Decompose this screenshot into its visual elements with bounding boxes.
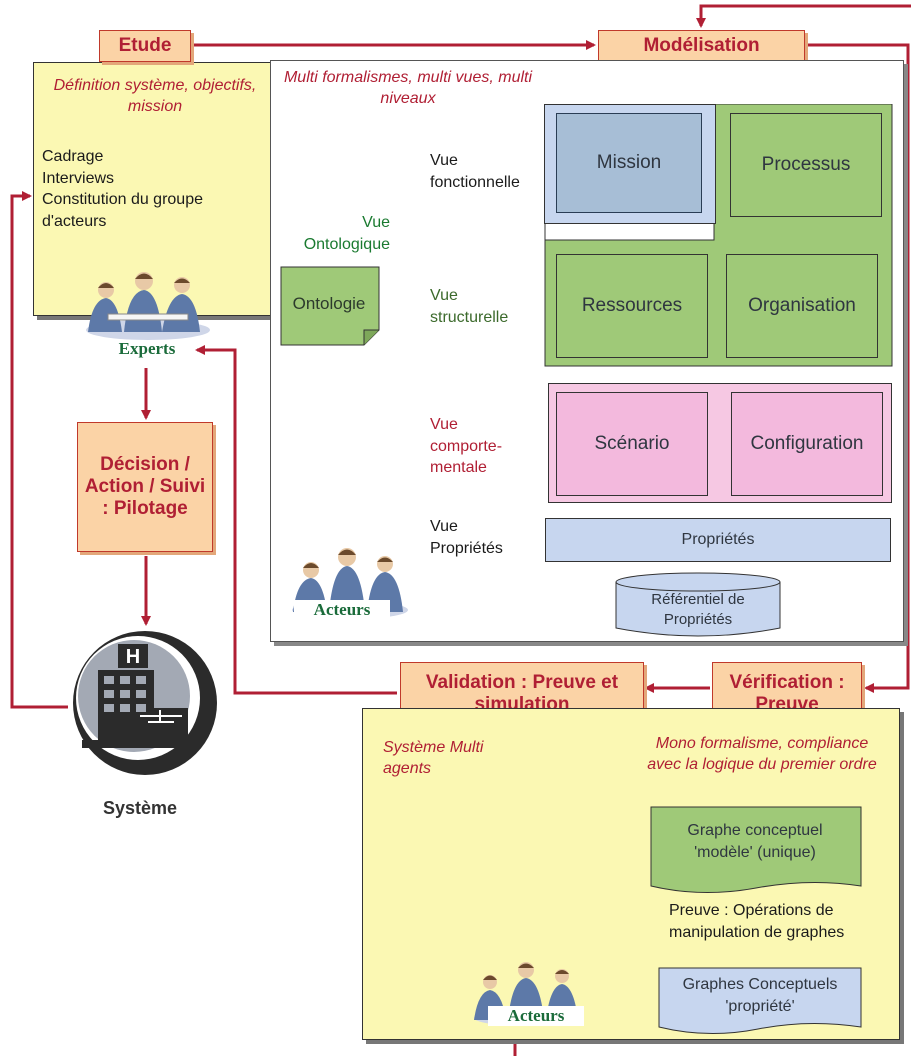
vue-proprietes-label: Vue Propriétés (430, 518, 503, 557)
graphes-propriete-label: Graphes Conceptuels 'propriété' (682, 976, 838, 1015)
header-decision: Décision / Action / Suivi : Pilotage (77, 422, 213, 552)
vue-fonctionnelle-label: Vue fonctionnelle (430, 152, 520, 191)
header-etude: Etude (99, 30, 191, 62)
graphe-modele-label: Graphe conceptuel 'modèle' (unique) (687, 822, 823, 861)
experts-people-icon (86, 272, 210, 340)
systeme-label: Système (102, 798, 178, 818)
item-interviews: Interviews (42, 169, 115, 187)
arrow-loop-top (696, 4, 911, 28)
etude-items: Cadrage Interviews Constitution du group… (42, 146, 267, 232)
vue-ontologique-label: Vue Ontologique (303, 214, 390, 253)
acteurs-label-model: Acteurs (294, 600, 390, 620)
referentiel-cylinder (615, 572, 781, 637)
item-cadrage: Cadrage (42, 148, 104, 165)
processus-box: Processus (730, 113, 882, 217)
header-modelisation: Modélisation (598, 30, 805, 62)
modelisation-subtitle: Multi formalismes, multi vues, multi niv… (283, 69, 533, 107)
experts-label: Experts (118, 339, 176, 358)
configuration-box: Configuration (731, 392, 883, 496)
organisation-box: Organisation (726, 254, 878, 358)
referentiel-label: Référentiel de Propriétés (651, 590, 745, 628)
graphes-propriete-shape (658, 967, 862, 1035)
mission-box: Mission (556, 113, 702, 213)
graphe-modele-shape (650, 806, 862, 894)
proprietes-box: Propriétés (545, 518, 891, 562)
vue-comportementale-label: Vue comporte-mentale (430, 416, 503, 477)
acteurs-label-bottom: Acteurs (488, 1006, 584, 1026)
sma-label: Système Multi agents (383, 739, 484, 777)
arrow-modelisation-verification (805, 43, 910, 693)
preuve-ops-label: Preuve : Opérations de manipulation de g… (669, 902, 845, 941)
bottom-subtitle: Mono formalisme, compliance avec la logi… (647, 735, 877, 773)
hospital-icon: H (73, 631, 217, 775)
etude-subtitle: Définition système, objectifs, mission (53, 77, 257, 115)
ontologie-label: Ontologie (292, 294, 366, 313)
arrow-validation-experts (195, 345, 397, 695)
arrow-systeme-etude (10, 191, 68, 709)
svg-text:H: H (126, 646, 140, 668)
ontologie-note (280, 266, 380, 346)
item-constitution: Constitution du groupe d'acteurs (42, 191, 203, 230)
vue-structurelle-label: Vue structurelle (430, 287, 509, 326)
ressources-box: Ressources (556, 254, 708, 358)
scenario-box: Scénario (556, 392, 708, 496)
